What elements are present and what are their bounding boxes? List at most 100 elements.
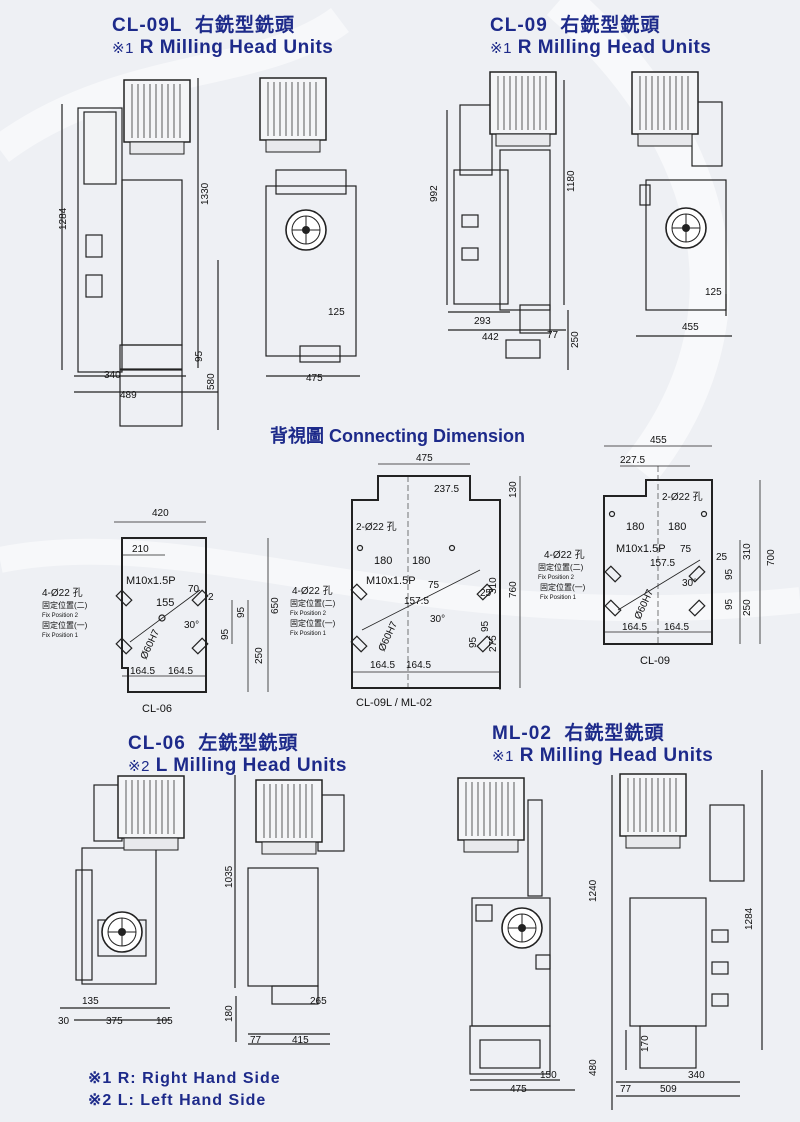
- dim-label: 650: [270, 597, 281, 614]
- angle-label: 30°: [430, 614, 445, 625]
- fix-position-2-cn: 固定位置(二): [42, 600, 88, 610]
- dim-label: 157.5: [404, 596, 429, 607]
- dim-label: 265: [310, 996, 327, 1007]
- dim-label: 580: [206, 373, 217, 390]
- dim-label: 1180: [566, 170, 577, 192]
- dim-label: 180: [224, 1005, 235, 1022]
- dim-label: 25: [480, 588, 492, 599]
- dim-label: 992: [429, 185, 440, 202]
- dim-label: 1240: [588, 879, 599, 902]
- dim-label: 164.5: [168, 666, 193, 677]
- dim-label: 157.5: [650, 558, 675, 569]
- dim-label: 95: [468, 636, 479, 648]
- fix-position-2-cn: 固定位置(二): [538, 562, 584, 572]
- connecting-title-en: Connecting Dimension: [329, 426, 526, 446]
- fix-position-1-en: Fix Position 1: [290, 631, 327, 637]
- fix-position-1-cn: 固定位置(一): [540, 582, 586, 592]
- model-cn-name: 右銑型銑頭: [194, 15, 295, 36]
- dim-label: 455: [650, 435, 667, 446]
- dim-label: 164.5: [406, 660, 431, 671]
- motor-icon: [259, 77, 327, 153]
- dim-label: 30: [58, 1016, 70, 1027]
- dim-label: 95: [724, 598, 735, 610]
- holes-label: 2-Ø22 孔: [356, 521, 397, 533]
- note-mark: ※1: [112, 40, 134, 57]
- dim-label: 700: [766, 549, 777, 566]
- motor-icon: [631, 71, 699, 147]
- holes-label: 4-Ø22 孔: [544, 549, 585, 561]
- dim-label: 95: [236, 606, 247, 618]
- dim-label: 760: [508, 581, 519, 598]
- motor-icon: [489, 71, 557, 147]
- model-name: CL-06: [128, 733, 186, 754]
- dim-label: 415: [292, 1035, 309, 1046]
- dim-label: 75: [428, 580, 440, 591]
- motor-icon: [457, 777, 525, 853]
- dim-label: 125: [705, 287, 722, 298]
- fix-position-2-en: Fix Position 2: [290, 611, 327, 617]
- note-mark: ※2: [128, 758, 150, 775]
- model-cn-name: 右銑型銑頭: [560, 15, 661, 36]
- dim-label: 420: [152, 508, 169, 519]
- dim-label: 164.5: [622, 622, 647, 633]
- bore-label: Ø60H7: [633, 588, 657, 622]
- dim-label: 227.5: [620, 455, 645, 466]
- fix-position-1-cn: 固定位置(一): [42, 620, 88, 630]
- dim-label: 77: [250, 1035, 262, 1046]
- dim-label: 2: [208, 592, 214, 603]
- fix-position-1-cn: 固定位置(一): [290, 618, 336, 628]
- holes-label: 4-Ø22 孔: [292, 585, 333, 597]
- dim-label: 250: [742, 599, 753, 616]
- dim-label: 1284: [744, 907, 755, 930]
- dim-label: 1284: [58, 207, 69, 230]
- dim-label: 475: [510, 1084, 527, 1095]
- bore-label: Ø60H7: [377, 620, 401, 654]
- dim-label: 480: [588, 1059, 599, 1076]
- dim-label: 509: [660, 1084, 677, 1095]
- dim-label: 155: [156, 597, 174, 609]
- angle-label: 30°: [184, 620, 199, 631]
- fix-position-2-cn: 固定位置(二): [290, 598, 336, 608]
- legend-right-hand: ※1 R: Right Hand Side: [88, 1070, 281, 1087]
- header-connecting: 背視圖 Connecting Dimension: [270, 422, 525, 448]
- model-en-name: R Milling Head Units: [517, 37, 712, 58]
- dim-label: 130: [508, 481, 519, 498]
- dim-label: 210: [132, 544, 149, 555]
- dim-label: 164.5: [130, 666, 155, 677]
- dim-label: 95: [194, 350, 205, 362]
- handwheel-icon: [285, 209, 327, 251]
- model-en-name: R Milling Head Units: [139, 37, 334, 58]
- dim-label: 375: [106, 1016, 123, 1027]
- dim-label: 237.5: [434, 484, 459, 495]
- legend-left-hand: ※2 L: Left Hand Side: [88, 1092, 267, 1109]
- dim-label: 1330: [200, 182, 211, 205]
- model-name: ML-02: [492, 723, 552, 744]
- dim-label: 180: [412, 555, 430, 567]
- model-cn-name: 左銑型銑頭: [198, 733, 299, 754]
- dim-label: 310: [488, 577, 499, 594]
- dim-label: 293: [474, 316, 491, 327]
- dim-label: 489: [120, 390, 137, 401]
- model-name: CL-09: [490, 15, 548, 36]
- motor-icon: [117, 775, 185, 851]
- dim-label: 250: [254, 647, 265, 664]
- dim-label: 95: [220, 628, 231, 640]
- angle-label: 30°: [682, 578, 697, 589]
- legend: ※1 R: Right Hand Side ※2 L: Left Hand Si…: [88, 1068, 281, 1112]
- note-mark: ※1: [492, 748, 514, 765]
- model-name: CL-09L: [112, 15, 183, 36]
- dim-label: 310: [742, 543, 753, 560]
- dim-label: 105: [156, 1016, 173, 1027]
- handwheel-icon: [665, 207, 707, 249]
- thread-label: M10x1.5P: [616, 543, 666, 555]
- model-en-name: L Milling Head Units: [155, 755, 347, 776]
- dim-label: 455: [682, 322, 699, 333]
- drawing-label: CL-06: [142, 703, 172, 715]
- motor-icon: [255, 779, 323, 855]
- motor-icon: [619, 773, 687, 849]
- holes-label: 2-Ø22 孔: [662, 491, 703, 503]
- dim-label: 180: [374, 555, 392, 567]
- dim-label: 95: [724, 568, 735, 580]
- dim-label: 70: [188, 584, 200, 595]
